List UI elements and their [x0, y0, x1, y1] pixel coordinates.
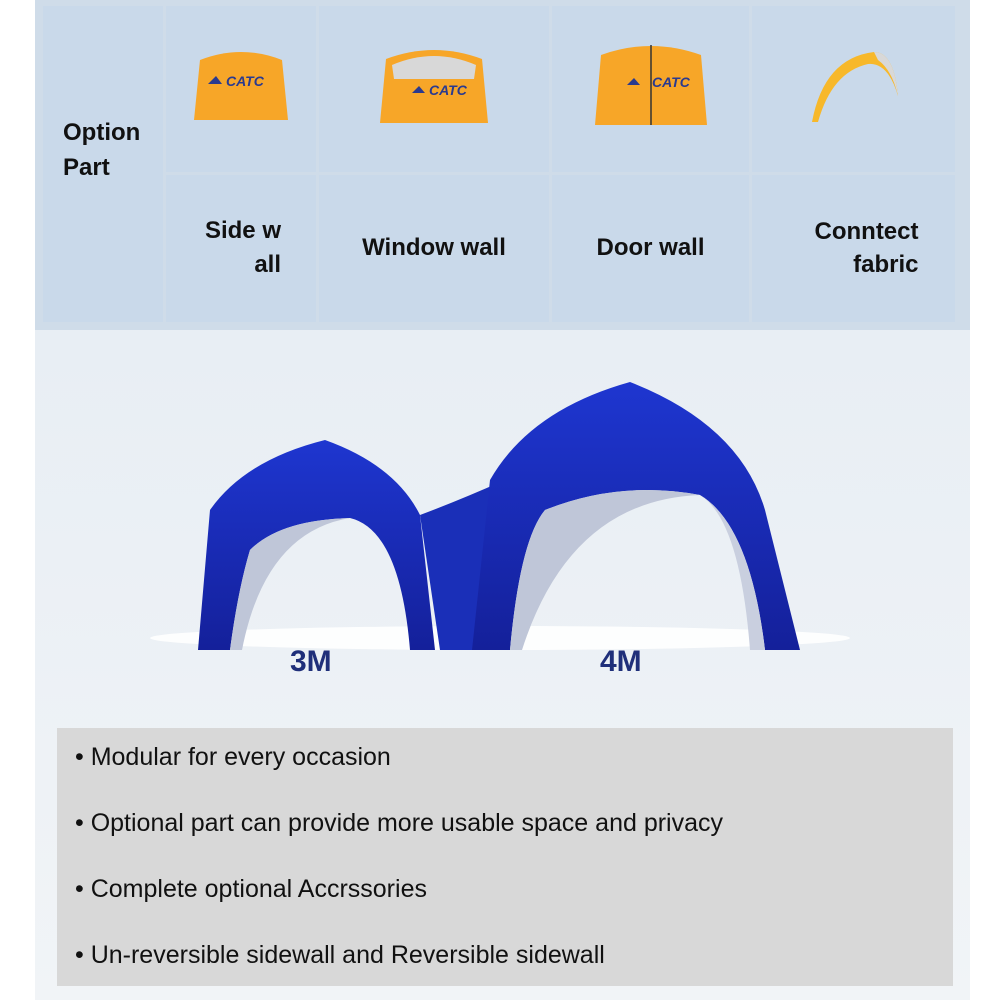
feature-item: Un-reversible sidewall and Reversible si… — [75, 940, 953, 1006]
tent-illustration — [150, 382, 850, 650]
connect-fabric-label: Conntect fabric — [814, 217, 919, 279]
door-wall-icon: CATC — [594, 45, 707, 126]
window-wall-label-cell: Window wall — [319, 174, 549, 322]
window-wall-icon: CATC — [380, 50, 488, 124]
feature-item: Complete optional Accrssories — [75, 874, 953, 940]
large-tent-shape — [472, 382, 800, 650]
table-header: Option Part — [63, 119, 141, 181]
option-part-table: Option Part CATC CATC CATC — [40, 3, 958, 325]
small-tent-shape — [198, 440, 435, 650]
window-wall-image-cell: CATC — [319, 6, 549, 172]
door-wall-label: Door wall — [596, 234, 705, 262]
side-wall-image-cell: CATC — [166, 6, 316, 172]
connect-fabric-icon — [811, 52, 898, 123]
connect-fabric-label-cell: Conntect fabric — [752, 174, 955, 322]
catc-logo-text: CATC — [226, 73, 265, 89]
side-wall-icon: CATC — [194, 52, 288, 121]
small-size-label: 3M — [290, 645, 332, 678]
catc-logo-text: CATC — [652, 74, 691, 90]
catc-logo-text: CATC — [429, 82, 468, 98]
table-header-cell: Option Part — [43, 6, 163, 322]
feature-item: Optional part can provide more usable sp… — [75, 808, 953, 874]
door-wall-label-cell: Door wall — [552, 174, 749, 322]
large-size-label: 4M — [600, 645, 642, 678]
side-wall-label-cell: Side wall — [166, 174, 316, 322]
connect-fabric-image-cell — [752, 6, 955, 172]
window-wall-label: Window wall — [362, 234, 506, 262]
door-wall-image-cell: CATC — [552, 6, 749, 172]
features-list: Modular for every occasion Optional part… — [75, 742, 953, 1006]
features-panel: Modular for every occasion Optional part… — [57, 728, 953, 986]
side-wall-label: Side wall — [204, 216, 281, 279]
feature-item: Modular for every occasion — [75, 742, 953, 808]
